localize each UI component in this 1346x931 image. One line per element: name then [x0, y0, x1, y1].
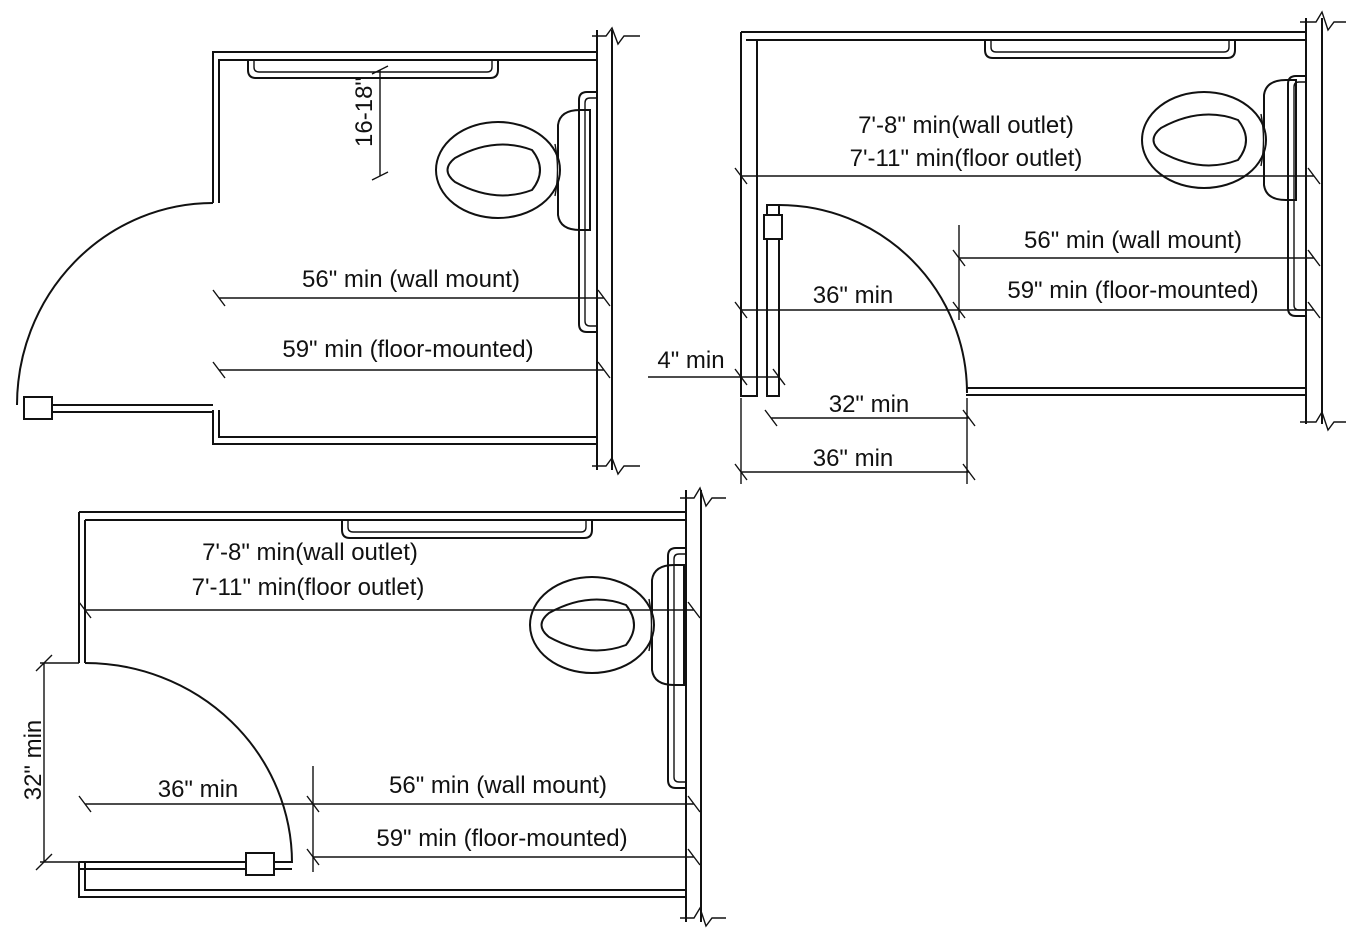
- compartment-walls-a: [28, 26, 640, 476]
- door-swing-arc-c: [84, 662, 293, 864]
- dimension-lines-c: [35, 601, 701, 872]
- dimension-lines-b: [648, 167, 1321, 484]
- door-swing-arc-b: [778, 204, 968, 394]
- door-hinge-icon: [763, 214, 783, 240]
- grab-bar-icon: [247, 59, 499, 79]
- toilet-icon: [435, 109, 591, 231]
- door-approach-label: 36" min: [813, 282, 894, 309]
- floor-outlet-label: 7'-11" min(floor outlet): [192, 574, 425, 601]
- door-opening-label: 32" min: [20, 720, 47, 801]
- wall-mount-label: 56" min (wall mount): [302, 266, 520, 293]
- door-swing-arc-a: [16, 202, 214, 406]
- door-width-label: 36" min: [813, 445, 894, 472]
- door-hinge-icon: [245, 852, 275, 876]
- diagram-c: 7'-8" min(wall outlet) 7'-11" min(floor …: [20, 486, 726, 928]
- toe-clearance-label: 4" min: [657, 347, 724, 374]
- grab-bar-icon: [984, 39, 1236, 59]
- grab-bar-icon: [341, 519, 593, 539]
- door-hinge-icon: [23, 396, 53, 420]
- toilet-icon: [1141, 79, 1297, 201]
- floor-outlet-label: 7'-11" min(floor outlet): [850, 145, 1083, 172]
- floor-mounted-label: 59" min (floor-mounted): [282, 336, 533, 363]
- door-approach-label: 36" min: [158, 776, 239, 803]
- floor-mounted-label: 59" min (floor-mounted): [376, 825, 627, 852]
- diagram-b: 7'-8" min(wall outlet) 7'-11" min(floor …: [648, 10, 1346, 484]
- wall-outlet-label: 7'-8" min(wall outlet): [858, 112, 1074, 139]
- door-opening-label: 32" min: [829, 391, 910, 418]
- toilet-icon: [529, 564, 685, 686]
- diagram-a: 16-18" 56" min (wall mount) 59" min (flo…: [16, 26, 640, 476]
- compartment-walls-b: [740, 10, 1346, 432]
- wall-outlet-label: 7'-8" min(wall outlet): [202, 539, 418, 566]
- floor-mounted-label: 59" min (floor-mounted): [1007, 277, 1258, 304]
- wall-mount-label: 56" min (wall mount): [1024, 227, 1242, 254]
- dimension-lines-a: [212, 65, 611, 379]
- wall-mount-label: 56" min (wall mount): [389, 772, 607, 799]
- compartment-walls-c: [78, 486, 726, 928]
- seat-height-label: 16-18": [351, 77, 378, 147]
